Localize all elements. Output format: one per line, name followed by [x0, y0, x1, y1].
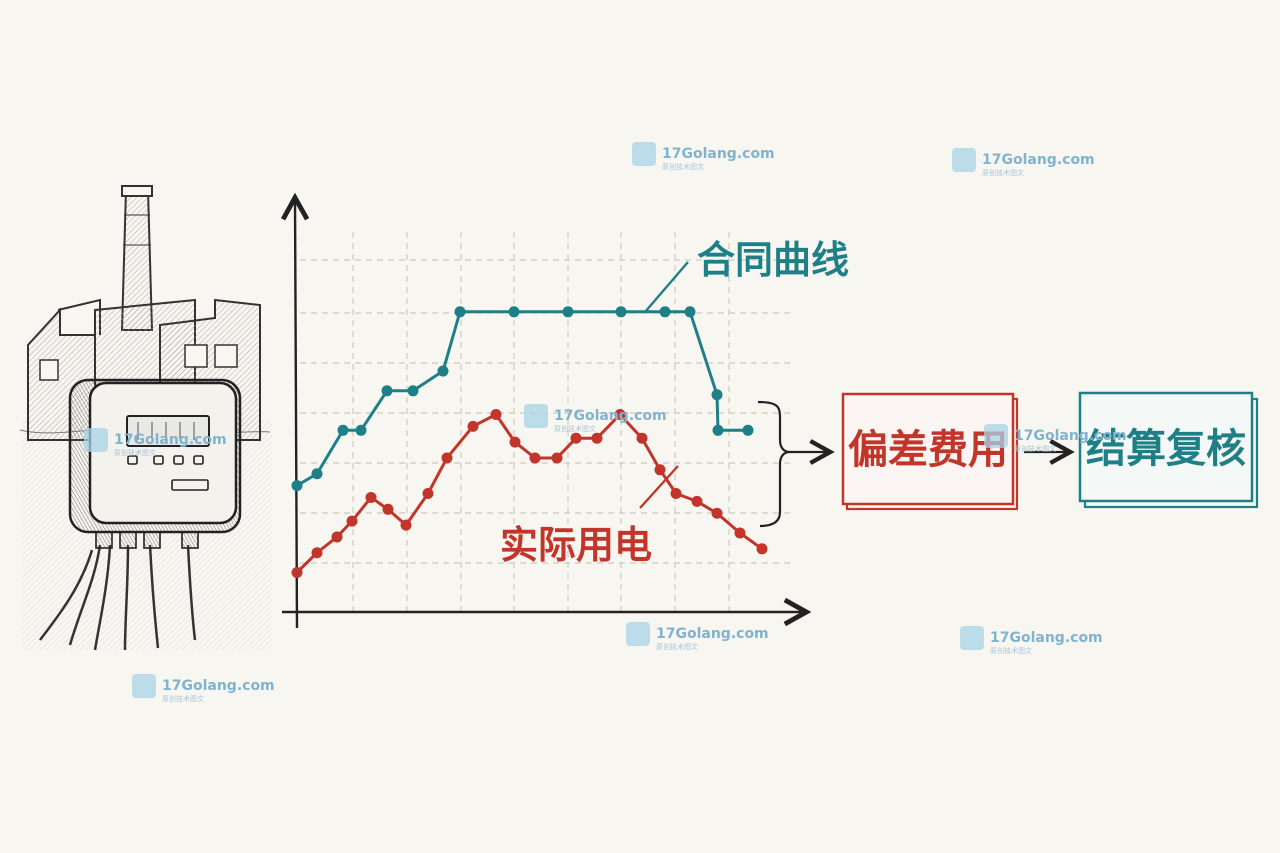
actual-point-13: [551, 452, 563, 464]
actual-point-14: [570, 432, 582, 444]
contract-curve-label: 合同曲线: [697, 238, 849, 282]
watermark: 17Golang.com 原创技术图文: [960, 626, 1103, 655]
contract-point-2: [337, 424, 349, 436]
settlement-review-box: 结算复核: [1078, 391, 1259, 509]
svg-text:17Golang.com: 17Golang.com: [114, 432, 227, 448]
actual-point-22: [734, 527, 746, 539]
actual-point-17: [636, 432, 648, 444]
series-actual-usage: [291, 409, 768, 578]
svg-text:17Golang.com: 17Golang.com: [656, 626, 769, 642]
actual-point-0: [291, 567, 303, 578]
contract-point-13: [711, 389, 723, 401]
watermark: 17Golang.com 原创技术图文: [132, 674, 275, 703]
deviation-bracket: [757, 400, 791, 528]
actual-point-9: [467, 420, 479, 432]
watermark: 17Golang.com 原创技术图文: [524, 404, 667, 433]
deviation-fee-text: 偏差费用: [848, 427, 1008, 473]
contract-point-9: [562, 306, 574, 318]
contract-point-14: [712, 424, 724, 436]
contract-point-7: [454, 306, 466, 318]
svg-text:原创技术图文: 原创技术图文: [990, 646, 1032, 655]
svg-text:17Golang.com: 17Golang.com: [554, 408, 667, 424]
watermark-logo-icon: [960, 626, 984, 650]
watermark-logo-icon: [524, 404, 548, 428]
svg-text:原创技术图文: 原创技术图文: [1014, 444, 1056, 453]
actual-point-8: [441, 452, 453, 464]
watermark: 17Golang.com 原创技术图文: [984, 424, 1127, 453]
svg-text:原创技术图文: 原创技术图文: [554, 424, 596, 433]
watermark-logo-icon: [132, 674, 156, 698]
contract-point-11: [659, 306, 671, 318]
contract-point-3: [355, 424, 367, 436]
contract-point-8: [508, 306, 520, 318]
contract-line: [296, 310, 748, 487]
meter-cables: [39, 544, 197, 651]
actual-point-12: [529, 452, 541, 464]
settlement-review-text: 结算复核: [1086, 426, 1246, 472]
actual-point-16: [614, 409, 626, 420]
svg-text:17Golang.com: 17Golang.com: [162, 678, 275, 694]
watermark-logo-icon: [632, 142, 656, 166]
actual-point-2: [331, 531, 343, 543]
watermark: 17Golang.com 原创技术图文: [626, 622, 769, 651]
actual-point-7: [422, 488, 434, 499]
actual-point-4: [365, 491, 377, 503]
contract-point-6: [437, 365, 449, 377]
deviation-fee-box: 偏差费用: [841, 392, 1019, 511]
watermark-logo-icon: [984, 424, 1008, 448]
chart-axes: [282, 200, 804, 629]
svg-text:原创技术图文: 原创技术图文: [656, 642, 698, 651]
watermark-logo-icon: [952, 148, 976, 172]
watermark-logo-icon: [84, 428, 108, 452]
contract-point-10: [615, 306, 627, 318]
actual-point-21: [711, 507, 723, 519]
actual-point-3: [346, 515, 358, 527]
contract-point-12: [684, 306, 696, 318]
svg-text:17Golang.com: 17Golang.com: [990, 630, 1103, 646]
actual-point-19: [670, 488, 682, 499]
contract-point-0: [291, 480, 303, 492]
electric-meter-icon: [68, 378, 242, 549]
watermark: 17Golang.com 原创技术图文: [952, 148, 1095, 177]
svg-text:原创技术图文: 原创技术图文: [162, 694, 204, 703]
factory-meter-illustration: [19, 185, 272, 651]
actual-point-1: [311, 547, 323, 559]
contract-leader-line: [644, 261, 689, 313]
series-contract-curve: [291, 306, 754, 492]
watermark-layer: 17Golang.com 原创技术图文 17Golang.com 原创技术图文 …: [84, 142, 1127, 703]
svg-text:17Golang.com: 17Golang.com: [982, 152, 1095, 168]
contract-point-1: [311, 468, 323, 480]
contract-point-15: [742, 424, 754, 436]
contract-point-4: [381, 385, 393, 397]
actual-usage-label: 实际用电: [500, 523, 652, 567]
watermark-logo-icon: [626, 622, 650, 646]
y-axis: [295, 200, 297, 629]
actual-point-6: [400, 519, 412, 531]
watermark: 17Golang.com 原创技术图文: [84, 428, 227, 457]
actual-leader-line: [639, 465, 679, 509]
actual-point-18: [654, 464, 666, 476]
svg-text:原创技术图文: 原创技术图文: [114, 448, 156, 457]
actual-point-11: [509, 436, 521, 448]
actual-point-20: [691, 495, 703, 507]
svg-text:原创技术图文: 原创技术图文: [982, 168, 1024, 177]
actual-point-23: [756, 543, 768, 555]
watermark: 17Golang.com 原创技术图文: [632, 142, 775, 171]
contract-point-5: [407, 385, 419, 397]
svg-text:17Golang.com: 17Golang.com: [662, 146, 775, 162]
svg-text:原创技术图文: 原创技术图文: [662, 162, 704, 171]
actual-point-10: [490, 409, 502, 420]
svg-text:17Golang.com: 17Golang.com: [1014, 428, 1127, 444]
actual-point-5: [382, 503, 394, 515]
actual-point-15: [591, 432, 603, 444]
